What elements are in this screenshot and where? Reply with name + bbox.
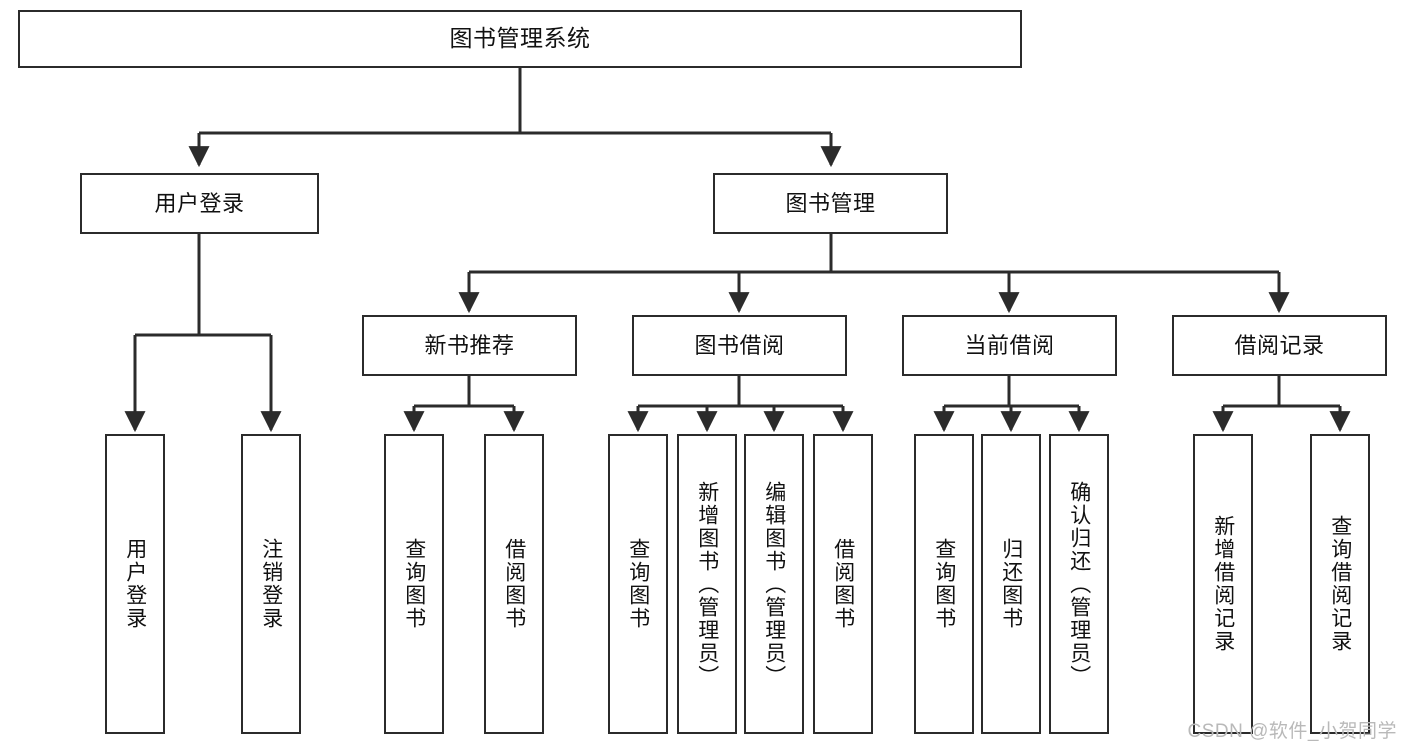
- node-label: 图书管理: [785, 190, 876, 216]
- node-label: 图书借阅: [694, 332, 785, 358]
- node-user-login[interactable]: 用户登录: [80, 173, 319, 234]
- node-label: 新增借阅记录: [1211, 515, 1235, 653]
- node-label: 确认归还（管理员）: [1067, 480, 1091, 688]
- node-label: 借阅图书: [502, 538, 526, 630]
- node-book-borrow[interactable]: 图书借阅: [632, 315, 847, 376]
- leaf-current-confirm-return-admin[interactable]: 确认归还（管理员）: [1049, 434, 1109, 734]
- leaf-current-return-book[interactable]: 归还图书: [981, 434, 1041, 734]
- leaf-borrow-add-book-admin[interactable]: 新增图书（管理员）: [677, 434, 737, 734]
- node-label: 编辑图书（管理员）: [762, 480, 786, 688]
- leaf-user-login[interactable]: 用户登录: [105, 434, 165, 734]
- leaf-borrow-borrow-book[interactable]: 借阅图书: [813, 434, 873, 734]
- node-label: 查询图书: [626, 538, 650, 630]
- node-label: 新书推荐: [424, 332, 515, 358]
- node-book-management[interactable]: 图书管理: [713, 173, 948, 234]
- node-label: 归还图书: [999, 538, 1023, 630]
- node-new-book-recommend[interactable]: 新书推荐: [362, 315, 577, 376]
- node-label: 图书管理系统: [449, 25, 591, 52]
- leaf-logout[interactable]: 注销登录: [241, 434, 301, 734]
- node-label: 查询借阅记录: [1328, 515, 1352, 653]
- node-label: 借阅记录: [1234, 332, 1325, 358]
- node-label: 当前借阅: [964, 332, 1055, 358]
- node-label: 查询图书: [932, 538, 956, 630]
- leaf-record-query-borrow-record[interactable]: 查询借阅记录: [1310, 434, 1370, 734]
- node-label: 用户登录: [123, 538, 147, 630]
- node-label: 借阅图书: [831, 538, 855, 630]
- node-current-borrow[interactable]: 当前借阅: [902, 315, 1117, 376]
- node-borrow-record[interactable]: 借阅记录: [1172, 315, 1387, 376]
- leaf-borrow-edit-book-admin[interactable]: 编辑图书（管理员）: [744, 434, 804, 734]
- leaf-current-query-book[interactable]: 查询图书: [914, 434, 974, 734]
- watermark-text: CSDN @软件_小贺同学: [1187, 721, 1397, 742]
- node-label: 注销登录: [259, 538, 283, 630]
- leaf-borrow-query-book[interactable]: 查询图书: [608, 434, 668, 734]
- node-label: 查询图书: [402, 538, 426, 630]
- leaf-new-book-borrow-book[interactable]: 借阅图书: [484, 434, 544, 734]
- node-root-book-management-system[interactable]: 图书管理系统: [18, 10, 1022, 68]
- node-label: 新增图书（管理员）: [695, 480, 719, 688]
- leaf-record-add-borrow-record[interactable]: 新增借阅记录: [1193, 434, 1253, 734]
- leaf-new-book-query-book[interactable]: 查询图书: [384, 434, 444, 734]
- node-label: 用户登录: [154, 190, 245, 216]
